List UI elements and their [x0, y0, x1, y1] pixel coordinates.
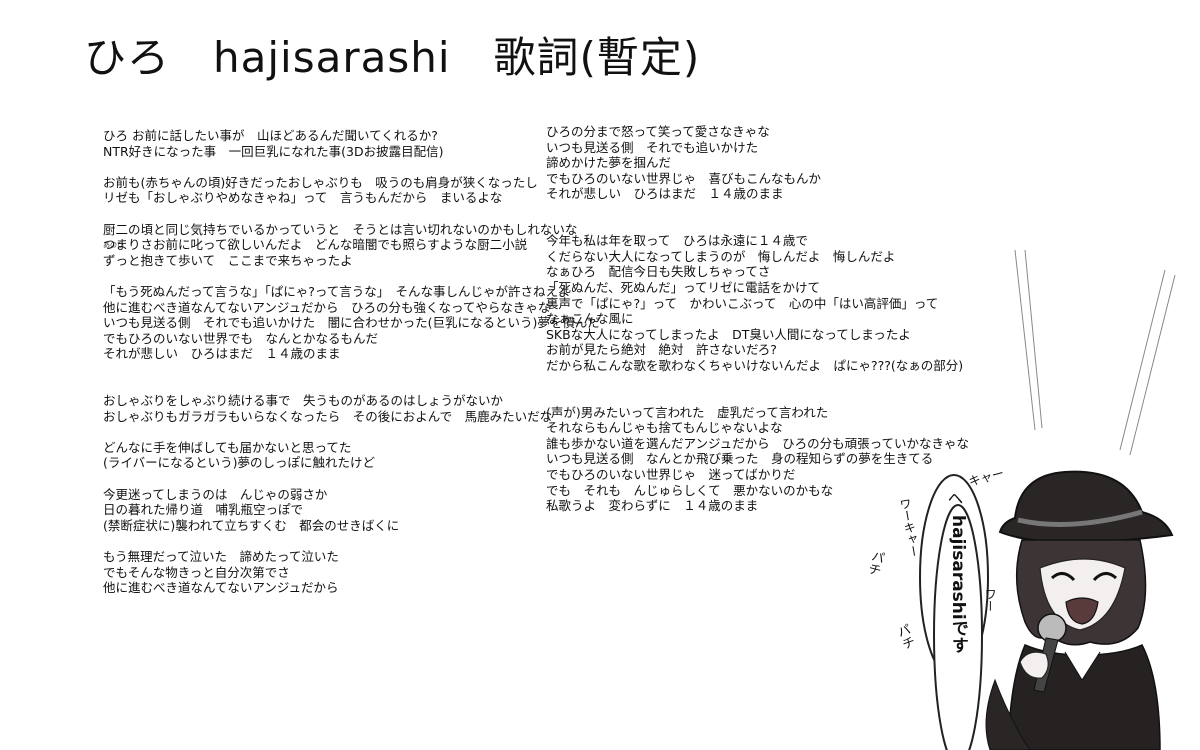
- lyric-line: SKBな大人になってしまったよ DT臭い人間になってしまったよ: [546, 326, 911, 342]
- lyric-line: 私歌うよ 変わらずに １４歳のまま: [546, 498, 759, 514]
- lyric-line: でもそんな物きっと自分次第でさ: [103, 564, 290, 580]
- lyric-line: でも それも んじゅらしくて 悪かないのかもな: [546, 482, 834, 498]
- lyric-line: おしゃぶりをしゃぶり続ける事で 失うものがあるのはしょうがないか: [103, 393, 504, 409]
- sfx-pachi-2: パチ: [893, 622, 917, 652]
- lyric-line: 「もう死ぬんだって言うな」「ぱにゃ?って言うな」 そんな事しんじゃが許さねえよ: [103, 283, 571, 299]
- stanza-gap: [103, 206, 600, 222]
- lyric-line: リゼも「おしゃぶりやめなきゃね」って 言うもんだから まいるよな: [103, 190, 503, 206]
- sfx-wa: ワー: [983, 588, 997, 612]
- sfx-pachi-1: パチ: [864, 548, 886, 578]
- lyric-line: 今年も私は年を取って ひろは永遠に１４歳で: [546, 233, 808, 249]
- lyric-line: だから私こんな歌を歌わなくちゃいけないんだよ ぱにゃ???(なぁの部分): [546, 357, 964, 373]
- lyric-line: くだらない大人になってしまうのが 悔しんだよ 悔しんだよ: [546, 248, 896, 264]
- lyric-line: 裏声で「ぱにゃ?」って かわいこぶって 心の中「はい高評価」って: [546, 295, 939, 311]
- stanza-gap: [103, 362, 600, 378]
- character-illustration: ヘルエスタから来ました hajisarashiです キャー ワーキャー ワー パ…: [864, 250, 1176, 750]
- lyric-line: お前が見たら絶対 絶対 許さないだろ?: [546, 342, 777, 358]
- lyric-line: ひろ お前に話したい事が 山ほどあるんだ聞いてくれるか?: [103, 128, 438, 143]
- lyric-line: (禁断症状に)襲われて立ちすくむ 都会のせきばくに: [103, 517, 400, 533]
- bubble-right-text: hajisarashiです: [948, 515, 969, 654]
- lyric-line: NTR好きになった事 一回巨乳になれた事(3Dお披露目配信): [103, 143, 444, 159]
- lyric-line: 厨二の頃と同じ気持ちでいるかっていうと そうとは言い切れないのかもしれないな: [103, 221, 578, 237]
- lyric-line: お前も(赤ちゃんの頃)好きだったおしゃぶりも 吸うのも肩身が狭くなったし: [103, 174, 538, 190]
- lyrics-right-column: ひろの分まで怒って笑って愛さなきゃないつも見送る側 それでも追いかけた諦めかけた…: [546, 124, 969, 514]
- stanza-gap: [103, 159, 600, 175]
- lyric-line: つまりさお前に叱って欲しいんだよ どんな暗闇でも照らすような厨二小説: [103, 237, 528, 253]
- speech-bubble-right: hajisarashiです: [933, 504, 983, 750]
- lyric-line: どんなに手を伸ばしても届かないと思ってた: [103, 439, 352, 455]
- page-title: ひろ hajisarashi 歌詞(暫定): [84, 33, 701, 82]
- stanza-gap: [546, 202, 969, 218]
- ruby-annotation: あのひ: [103, 241, 124, 249]
- lyric-line: 「死ぬんだ、死ぬんだ」ってリゼに電話をかけて: [546, 279, 821, 295]
- sfx-kya-2: ワーキャー: [897, 497, 921, 559]
- sfx-kya-1: キャー: [967, 466, 1005, 489]
- stanza-gap: [103, 268, 600, 284]
- stanza-gap: [103, 378, 600, 394]
- lyric-line: いつも見送る側 それでも追いかけた: [546, 139, 759, 155]
- character-figure: [985, 470, 1174, 750]
- lyric-line: いつも見送る側 なんとか飛び乗った 身の程知らずの夢を生きてる: [546, 451, 934, 467]
- lyric-line: 日の暮れた帰り道 哺乳瓶空っぽで: [103, 502, 304, 518]
- stanza-gap: [546, 218, 969, 234]
- lyric-line: 他に進むべき道なんてないアンジュだから ひろの分も強くなってやらなきゃな: [103, 299, 551, 315]
- lyric-line: いつも見送る側 それでも追いかけた 闇に合わせかった(巨乳になるという)夢を慣ん…: [103, 315, 600, 331]
- lyric-line: (声が)男みたいって言われた 虚乳だって言われた: [546, 404, 829, 420]
- stanza-gap: [103, 471, 600, 487]
- spotlight-beams: [1014, 250, 1176, 456]
- lyric-line: おしゃぶりもガラガラもいらなくなったら その後におよんで 馬鹿みたいだな: [103, 408, 553, 424]
- stanza-gap: [103, 424, 600, 440]
- lyric-line: 諦めかけた夢を掴んだ: [546, 155, 672, 171]
- lyric-line: ひろの分まで怒って笑って愛さなきゃな: [546, 124, 770, 139]
- lyric-line: ずっと抱きて歩いて ここまで来ちゃったよ: [103, 252, 353, 268]
- lyric-line: それが悲しい ひろはまだ １４歳のまま: [546, 186, 784, 202]
- lyric-line: (ライバーになるという)夢のしっぽに触れたけど: [103, 455, 376, 471]
- lyric-line: でもひろのいない世界でも なんとかなるもんだ: [103, 330, 379, 346]
- lyric-line: でもひろのいない世界じゃ 迷ってばかりだ: [546, 467, 796, 483]
- lyric-line: それが悲しい ひろはまだ １４歳のまま: [103, 346, 341, 362]
- lyric-line: それならもんじゃも捨てもんじゃないよな: [546, 420, 783, 436]
- lyric-line: なぁひろ 配信今日も失敗しちゃってさ: [546, 264, 771, 280]
- lyric-line: もう無理だって泣いた 諦めたって泣いた: [103, 549, 339, 565]
- stanza-gap: [103, 533, 600, 549]
- lyric-line: 誰も歩かない道を選んだアンジュだから ひろの分も頑張っていかなきゃな: [546, 435, 970, 451]
- lyric-line: でもひろのいない世界じゃ 喜びもこんなもんか: [546, 170, 822, 186]
- lyrics-left-column: ひろ お前に話したい事が 山ほどあるんだ聞いてくれるか?NTR好きになった事 一…: [103, 128, 600, 596]
- lyric-line: なぁこんな風に: [546, 311, 634, 327]
- lyric-line: 今更迷ってしまうのは んじゃの弱さか: [103, 486, 328, 502]
- lyric-line: 他に進むべき道なんてないアンジュだから: [103, 580, 339, 596]
